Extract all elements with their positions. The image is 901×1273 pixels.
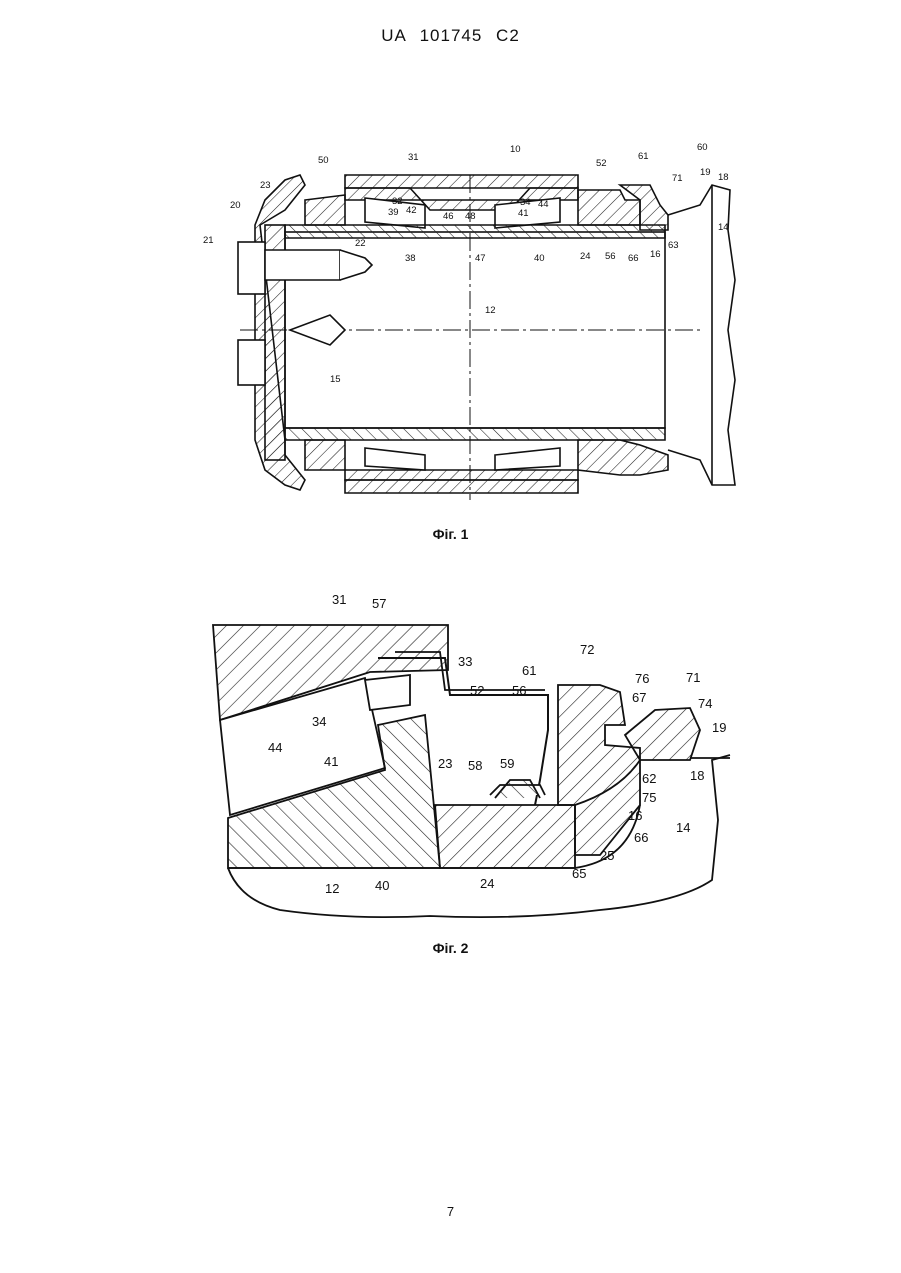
- fig2-label: 56: [512, 683, 526, 698]
- page-number: 7: [0, 1204, 901, 1219]
- fig2-label: 57: [372, 596, 386, 611]
- fig2-label: 34: [312, 714, 326, 729]
- fig2-label: 31: [332, 592, 346, 607]
- fig2-label: 18: [690, 768, 704, 783]
- fig2-label: 71: [686, 670, 700, 685]
- fig2-label: 12: [325, 881, 339, 896]
- fig2-label: 24: [480, 876, 494, 891]
- fig1-label: 41: [518, 208, 529, 219]
- fig2-label: 72: [580, 642, 594, 657]
- fig2-label: 16: [628, 808, 642, 823]
- fig1-label: 39: [388, 207, 399, 218]
- fig1-label: 22: [355, 238, 366, 249]
- fig1-label: 52: [596, 158, 607, 169]
- fig2-label: 25: [600, 848, 614, 863]
- fig1-label: 66: [628, 253, 639, 264]
- fig1-label: 31: [408, 152, 419, 163]
- fig1-label: 14: [718, 222, 729, 233]
- figure-1-drawing: 10 31 50 52 61 60 71 19 18 14 23 20 21 3…: [0, 0, 901, 560]
- fig1-label: 23: [260, 180, 271, 191]
- fig1-label: 10: [510, 144, 521, 155]
- fig2-label: 40: [375, 878, 389, 893]
- fig1-label: 48: [465, 211, 476, 222]
- fig1-label: 19: [700, 167, 711, 178]
- fig2-label: 14: [676, 820, 690, 835]
- fig1-label: 63: [668, 240, 679, 251]
- fig2-label: 62: [642, 771, 656, 786]
- fig2-label: 61: [522, 663, 536, 678]
- fig2-label: 41: [324, 754, 338, 769]
- fig1-label: 38: [405, 253, 416, 264]
- fig2-label: 74: [698, 696, 712, 711]
- fig1-label: 20: [230, 200, 241, 211]
- fig1-label: 18: [718, 172, 729, 183]
- fig2-label: 19: [712, 720, 726, 735]
- fig2-label: 66: [634, 830, 648, 845]
- fig1-label: 21: [203, 235, 214, 246]
- fig2-label: 65: [572, 866, 586, 881]
- fig1-label: 40: [534, 253, 545, 264]
- fig2-label: 59: [500, 756, 514, 771]
- fig2-label: 52: [470, 683, 484, 698]
- fig2-label: 33: [458, 654, 472, 669]
- fig1-label: 42: [406, 205, 417, 216]
- fig2-label: 67: [632, 690, 646, 705]
- figure-1-caption: Фіг. 1: [0, 526, 901, 542]
- fig1-label: 61: [638, 151, 649, 162]
- fig1-label: 71: [672, 173, 683, 184]
- fig1-label: 16: [650, 249, 661, 260]
- fig1-label: 50: [318, 155, 329, 166]
- fig1-label: 60: [697, 142, 708, 153]
- fig1-label: 34: [520, 197, 531, 208]
- fig2-label: 76: [635, 671, 649, 686]
- fig1-label: 44: [538, 199, 549, 210]
- fig1-label: 12: [485, 305, 496, 316]
- fig1-label: 46: [443, 211, 454, 222]
- figure-2-drawing: 31 57 33 52 56 61 72 76 71 67 74 19 34 4…: [0, 580, 901, 950]
- fig1-label: 47: [475, 253, 486, 264]
- figure-2-caption: Фіг. 2: [0, 940, 901, 956]
- fig2-label: 75: [642, 790, 656, 805]
- fig1-label: 56: [605, 251, 616, 262]
- fig2-label: 23: [438, 756, 452, 771]
- fig1-label: 15: [330, 374, 341, 385]
- fig2-label: 58: [468, 758, 482, 773]
- fig1-label: 24: [580, 251, 591, 262]
- fig2-label: 44: [268, 740, 282, 755]
- fig1-label: 32: [392, 196, 403, 207]
